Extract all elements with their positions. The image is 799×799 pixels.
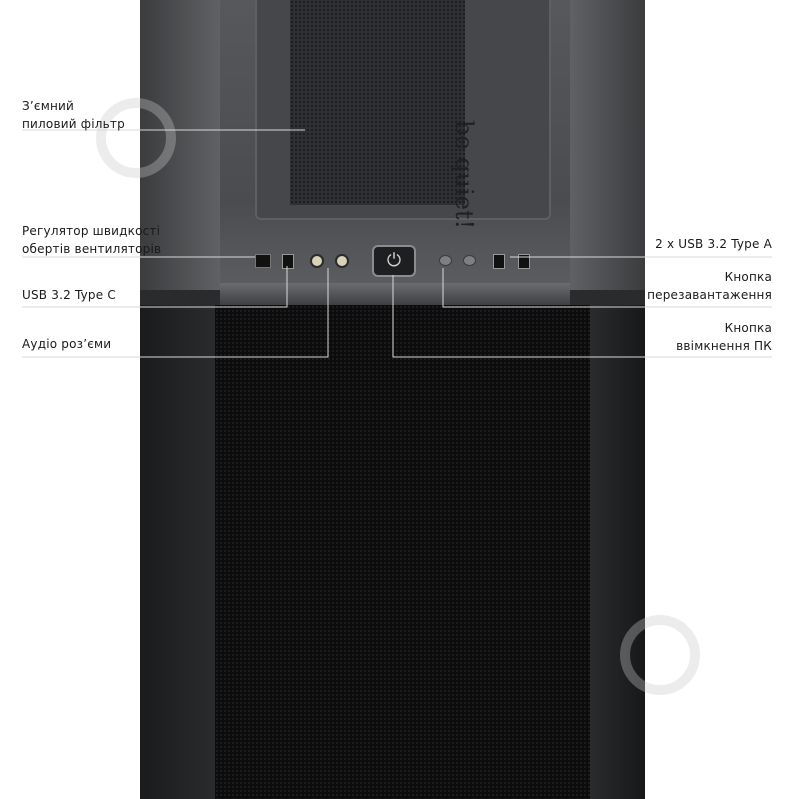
leader-line-audio <box>22 268 329 358</box>
label-dust-filter: З’ємний пиловий фільтр <box>22 97 125 133</box>
case-side-right <box>570 0 645 290</box>
led-button <box>463 255 476 266</box>
label-usb-c: USB 3.2 Type C <box>22 286 116 304</box>
label-line: перезавантаження <box>647 288 772 302</box>
front-mesh-panel <box>215 305 590 799</box>
label-usb-a: 2 x USB 3.2 Type A <box>655 235 772 253</box>
label-reset: Кнопка перезавантаження <box>647 268 772 304</box>
usb-a-port-1 <box>493 254 505 269</box>
headphone-jack <box>310 254 324 268</box>
label-line: обертів вентиляторів <box>22 242 162 256</box>
leader-line-reset <box>442 268 772 308</box>
watermark-logo-icon <box>96 98 176 178</box>
label-audio: Аудіо роз’єми <box>22 335 111 353</box>
label-line: 2 x USB 3.2 Type A <box>655 237 772 251</box>
front-side-right <box>590 305 645 799</box>
label-line: ввімкнення ПК <box>676 339 772 353</box>
leader-line-usb-c <box>22 266 288 308</box>
leader-line-power <box>392 275 772 358</box>
fan-speed-switch <box>255 254 271 268</box>
label-line: Аудіо роз’єми <box>22 337 112 351</box>
label-line: пиловий фільтр <box>22 117 125 131</box>
microphone-jack <box>335 254 349 268</box>
label-line: З’ємний <box>22 99 74 113</box>
label-line: Кнопка <box>724 321 772 335</box>
label-fan-speed: Регулятор швидкості обертів вентиляторів <box>22 222 161 258</box>
reset-button <box>439 255 452 266</box>
usb-c-port <box>282 254 294 269</box>
power-button: ⏻ <box>372 245 416 277</box>
label-line: Регулятор швидкості <box>22 224 161 238</box>
usb-a-port-2 <box>518 254 530 269</box>
power-icon: ⏻ <box>386 250 402 271</box>
watermark-logo-icon <box>620 615 700 695</box>
label-power: Кнопка ввімкнення ПК <box>676 319 772 355</box>
front-side-left <box>140 305 215 799</box>
dust-filter-mesh <box>290 0 465 205</box>
io-panel-edge <box>220 283 570 305</box>
label-line: USB 3.2 Type C <box>22 288 116 302</box>
label-line: Кнопка <box>724 270 772 284</box>
